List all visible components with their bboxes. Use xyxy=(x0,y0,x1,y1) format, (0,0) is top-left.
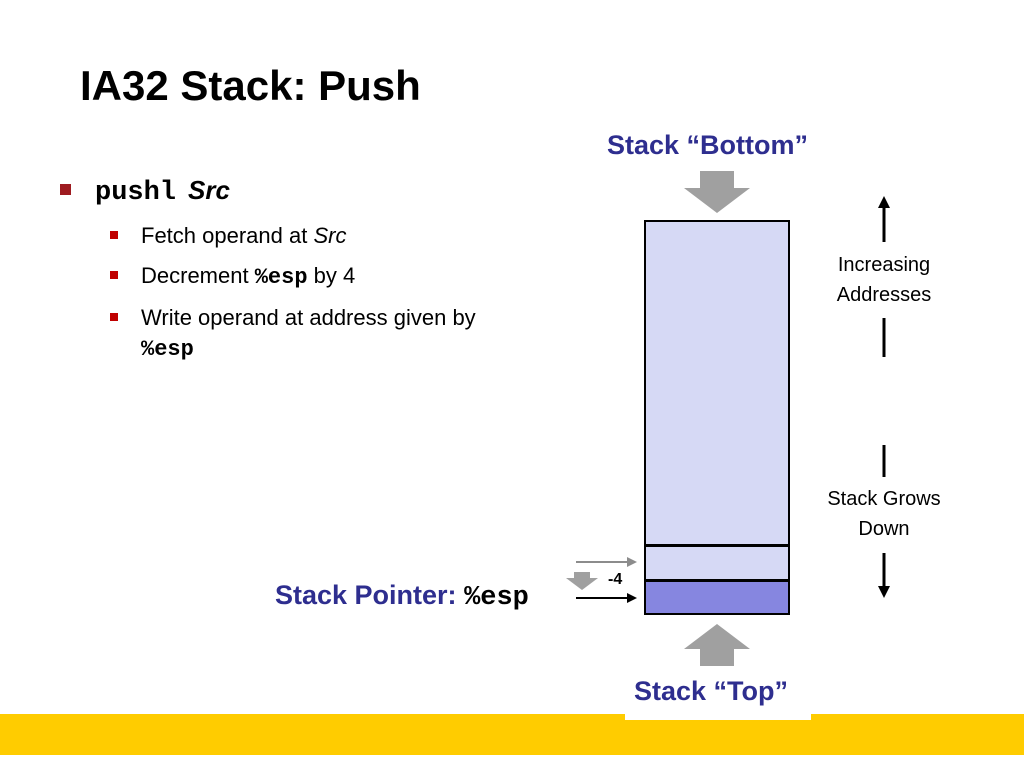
instruction-operand: Src xyxy=(188,175,230,205)
sub-bullet-text: Write operand at address given by xyxy=(141,305,476,330)
stack-pointer-label: Stack Pointer: %esp xyxy=(275,580,529,613)
bullet-square-icon xyxy=(60,184,71,195)
stack-grows-down-label: Stack Grows Down xyxy=(804,484,964,544)
increasing-addresses-line-2: Addresses xyxy=(836,284,932,306)
sub-bullet-text: Decrement xyxy=(141,263,255,288)
sub-bullet-1: Fetch operand at Src xyxy=(110,221,521,251)
stack-bottom-arrow-icon xyxy=(684,171,750,213)
minus-four-label: -4 xyxy=(608,571,623,588)
footer-bar xyxy=(0,714,1024,755)
stack-top-label-background xyxy=(625,668,811,720)
bullet-square-icon xyxy=(110,271,118,279)
sub-bullet-text-post: by 4 xyxy=(307,263,356,288)
stack-pointer-text: Stack Pointer: xyxy=(275,580,465,610)
sub-bullet-code: %esp xyxy=(141,337,194,362)
increasing-addresses-line-1: Increasing xyxy=(837,254,931,276)
stack-pointer-register: %esp xyxy=(464,583,529,613)
sub-bullet-2: Decrement %esp by 4 xyxy=(110,261,521,293)
stack-new-top-slot xyxy=(644,580,790,615)
slide-title: IA32 Stack: Push xyxy=(80,62,421,109)
sub-bullet-text: Fetch operand at xyxy=(141,223,314,248)
bullet-square-icon xyxy=(110,231,118,239)
sub-bullet-3: Write operand at address given by %esp xyxy=(110,303,511,365)
instruction-name: pushl xyxy=(95,178,177,208)
stack-memory-region xyxy=(644,220,790,546)
sub-bullet-italic: Src xyxy=(313,223,347,248)
increasing-addresses-label: Increasing Addresses xyxy=(804,250,964,310)
stack-grows-down-line-1: Stack Grows xyxy=(827,488,941,510)
stack-top-label: Stack “Top” xyxy=(634,676,789,706)
stack-previous-top-slot xyxy=(644,545,790,581)
bullet-square-icon xyxy=(110,313,118,321)
stack-top-arrow-icon xyxy=(684,624,750,666)
main-bullet: pushl Src xyxy=(60,175,230,208)
stack-grows-down-line-2: Down xyxy=(858,518,910,540)
stack-bottom-label: Stack “Bottom” xyxy=(607,130,809,160)
esp-decrement-arrow-icon xyxy=(566,572,598,590)
sub-bullet-code: %esp xyxy=(254,265,308,290)
